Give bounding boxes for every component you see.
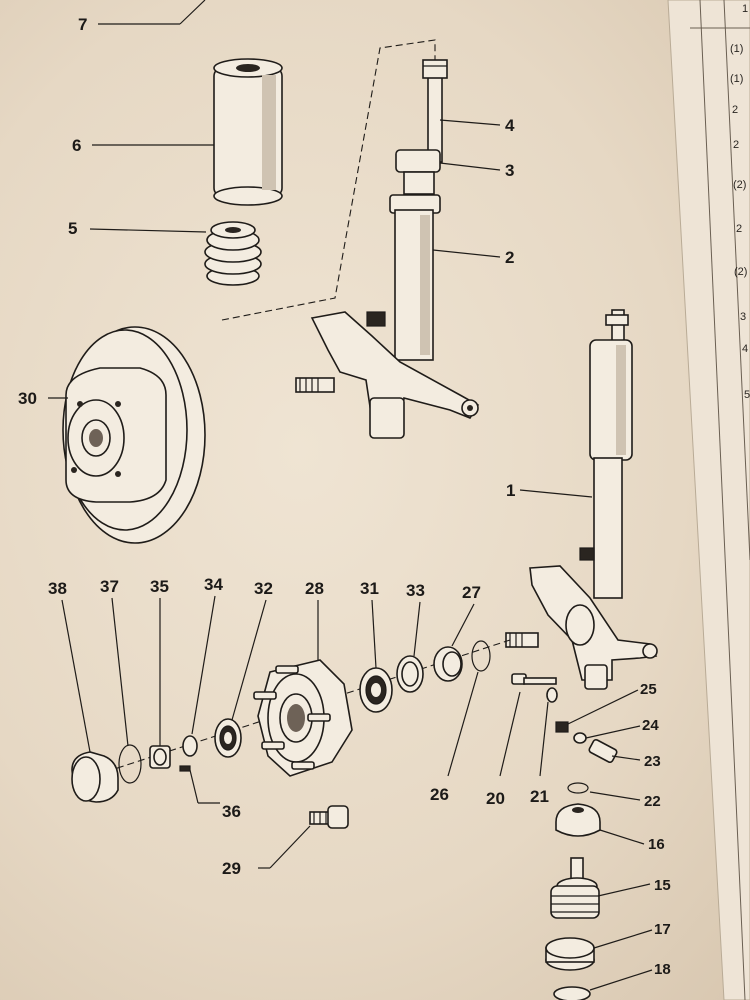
table-cell: (2): [734, 266, 747, 278]
part-25-nut: [555, 721, 569, 733]
part-24-washer: [573, 732, 587, 744]
callout-4: 4: [505, 116, 515, 135]
callout-7: 7: [78, 15, 87, 34]
part-38-dust-cap: [71, 751, 119, 803]
callout-3: 3: [505, 161, 514, 180]
part-27-seal: [433, 646, 463, 682]
part-30-brake-disc: [62, 326, 206, 544]
callout-18: 18: [654, 961, 671, 978]
part-37-o-ring: [118, 744, 142, 784]
callout-15: 15: [654, 877, 671, 894]
table-cell: 4: [742, 343, 748, 355]
callout-31: 31: [360, 579, 379, 598]
callout-2: 2: [505, 248, 514, 267]
callout-24: 24: [642, 717, 659, 734]
callout-1: 1: [506, 481, 515, 500]
callout-5: 5: [68, 219, 77, 238]
callout-16: 16: [648, 836, 665, 853]
table-cell: (1): [730, 43, 743, 55]
table-cell: (2): [733, 179, 746, 191]
part-5-bellows: [204, 221, 262, 286]
part-36-pin: [179, 765, 191, 772]
callout-30: 30: [18, 389, 37, 408]
part-33-race: [396, 655, 424, 693]
part-35-nut: [149, 745, 171, 769]
part-26-ring: [471, 640, 491, 672]
table-cell: 2: [733, 139, 739, 151]
part-6-bump-stop: [213, 58, 283, 206]
part-22-ring: [567, 782, 589, 794]
callout-6: 6: [72, 136, 81, 155]
table-cell: 5: [744, 389, 750, 401]
table-cell: 1: [742, 3, 748, 15]
part-29-bolt: [309, 805, 349, 829]
part-32-bearing: [214, 718, 242, 758]
part-20-bolt: [511, 673, 557, 685]
part-1-shock-absorber: [505, 309, 658, 690]
part-16-boot: [555, 803, 601, 837]
callout-34: 34: [204, 575, 223, 594]
table-cell: 2: [736, 223, 742, 235]
part-23-stud: [588, 738, 618, 764]
callout-29: 29: [222, 859, 241, 878]
callout-21: 21: [530, 787, 549, 806]
callout-33: 33: [406, 581, 425, 600]
callout-25: 25: [640, 681, 657, 698]
callout-22: 22: [644, 793, 661, 810]
callout-32: 32: [254, 579, 273, 598]
callout-20: 20: [486, 789, 505, 808]
part-21-washer: [546, 687, 558, 703]
callout-38: 38: [48, 579, 67, 598]
part-17-ring-nut: [545, 937, 595, 971]
part-15-ball-joint: [550, 857, 600, 919]
part-34-washer: [182, 735, 198, 757]
callout-28: 28: [305, 579, 324, 598]
callout-26: 26: [430, 785, 449, 804]
table-cell: 2: [732, 104, 738, 116]
callout-17: 17: [654, 921, 671, 938]
part-18-ring: [553, 986, 591, 1000]
part-2-strut: [295, 59, 480, 439]
callout-35: 35: [150, 577, 169, 596]
callout-37: 37: [100, 577, 119, 596]
adjacent-page-table: 1 (1) (1) 2 2 (2) 2 (2) 3 4 5: [667, 0, 750, 1000]
table-cell: (1): [730, 73, 743, 85]
callout-27: 27: [462, 583, 481, 602]
callout-23: 23: [644, 753, 661, 770]
part-28-wheel-hub: [253, 659, 353, 777]
table-cell: 3: [740, 311, 746, 323]
part-31-bearing: [359, 667, 393, 713]
callout-36: 36: [222, 802, 241, 821]
